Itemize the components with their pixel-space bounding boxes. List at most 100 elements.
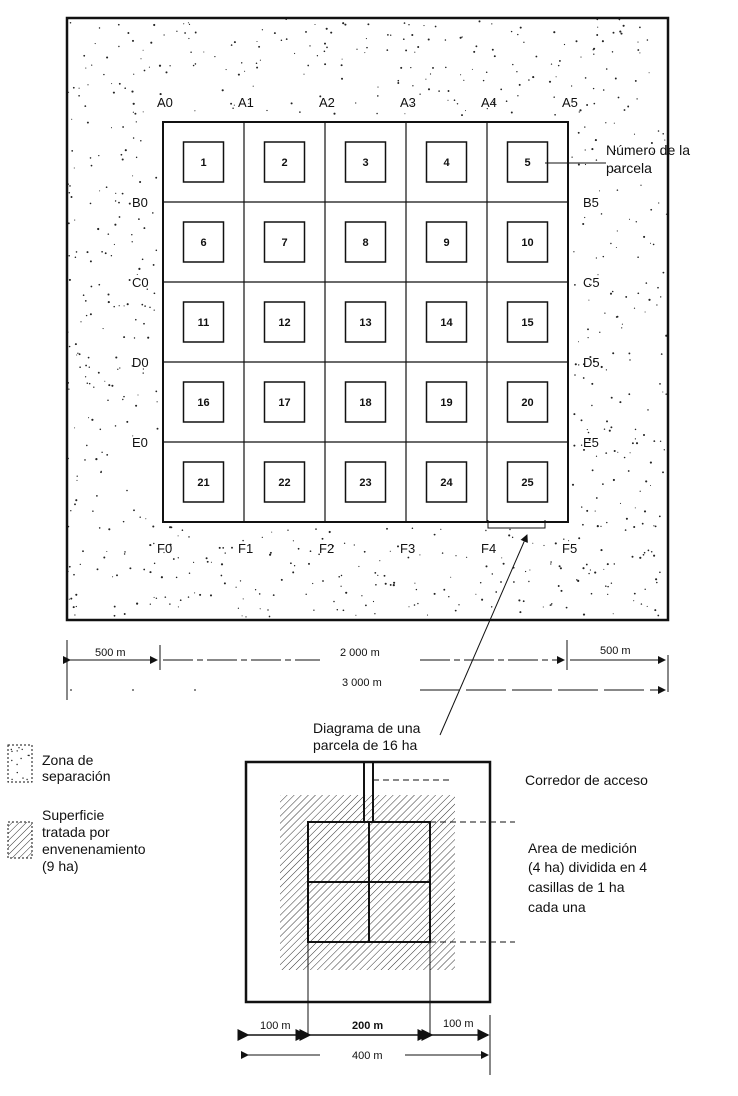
- grid-top-label: A3: [400, 95, 416, 110]
- parcel-square: [263, 381, 306, 423]
- parcel-square: [344, 381, 387, 423]
- dim-grid-width: 2 000 m: [340, 647, 380, 659]
- callout-arrow: [439, 534, 528, 736]
- parcel-number: 16: [197, 397, 209, 409]
- grid-bottom-label: F2: [319, 541, 334, 556]
- parcel-number: 19: [440, 397, 452, 409]
- parcel-square: [506, 141, 549, 183]
- parcel-square: [182, 461, 225, 503]
- grid-top-label: A4: [481, 95, 497, 110]
- grid-top-label: A1: [238, 95, 254, 110]
- parcel-square: [425, 301, 468, 343]
- parcel-number: 17: [278, 397, 290, 409]
- dim-right-zone: 500 m: [600, 645, 631, 657]
- parcel-square: [425, 221, 468, 263]
- parcel-number: 7: [281, 237, 287, 249]
- parcel-number: 15: [521, 317, 533, 329]
- grid-bottom-label: F3: [400, 541, 415, 556]
- parcel-square: [182, 141, 225, 183]
- grid-right-label: C5: [583, 275, 600, 290]
- legend-treated-line2: tratada por: [42, 824, 110, 840]
- detail-dim-right: 100 m: [443, 1018, 474, 1030]
- parcel-square: [182, 221, 225, 263]
- grid-left-label: C0: [132, 275, 149, 290]
- parcel-number: 18: [359, 397, 371, 409]
- parcel-number: 12: [278, 317, 290, 329]
- parcel-number: 5: [524, 157, 530, 169]
- parcel-number: 1: [200, 157, 206, 169]
- parcel-square: [263, 221, 306, 263]
- parcel-square: [425, 461, 468, 503]
- grid-top-label: A2: [319, 95, 335, 110]
- parcel-square: [344, 221, 387, 263]
- parcel-square: [344, 141, 387, 183]
- legend-hatch-swatch: [7, 821, 33, 859]
- legend-treated-line1: Superficie: [42, 807, 104, 823]
- legend-separation-line2: separación: [42, 768, 111, 784]
- measure-label-line4: cada una: [528, 899, 586, 915]
- dimension-lines: [63, 640, 669, 700]
- parcel-number: 20: [521, 397, 533, 409]
- grid-top-label: A5: [562, 95, 578, 110]
- parcel-square: [506, 381, 549, 423]
- legend: Zona de separación Superficie tratada po…: [7, 744, 146, 874]
- outer-boundary: [65, 16, 670, 622]
- legend-treated-line3: envenenamiento: [42, 841, 146, 857]
- grid-right-label: E5: [583, 435, 599, 450]
- parcel-25-bracket: [487, 520, 546, 529]
- parcel-number: 21: [197, 477, 209, 489]
- parcel-note: Número de la parcela: [545, 142, 690, 176]
- callout-line1: Diagrama de una: [313, 720, 421, 736]
- parcel-square: [506, 301, 549, 343]
- grid-right-label: B5: [583, 195, 599, 210]
- parcel-square: [425, 381, 468, 423]
- parcel-number: 8: [362, 237, 368, 249]
- parcel-number: 24: [440, 477, 453, 489]
- grid-bottom-label: F4: [481, 541, 496, 556]
- parcel-square: [263, 301, 306, 343]
- parcel-number: 6: [200, 237, 206, 249]
- measure-label-line1: Area de medición: [528, 840, 637, 856]
- grid-top-label: A0: [157, 95, 173, 110]
- parcel-number: 10: [521, 237, 533, 249]
- grid-bottom-label: F0: [157, 541, 172, 556]
- grid-left-label: B0: [132, 195, 148, 210]
- parcel-square: [506, 221, 549, 263]
- grid-bottom-label: F1: [238, 541, 253, 556]
- parcel-square: [425, 141, 468, 183]
- grid-bottom-label: F5: [562, 541, 577, 556]
- parcel-square: [344, 461, 387, 503]
- parcel-number: 13: [359, 317, 371, 329]
- corridor-label: Corredor de acceso: [525, 772, 648, 788]
- parcel-number: 22: [278, 477, 290, 489]
- parcel-number: 3: [362, 157, 368, 169]
- grid-right-label: D5: [583, 355, 600, 370]
- measure-label-line2: (4 ha) dividida en 4: [528, 859, 647, 875]
- parcel-number: 11: [198, 317, 210, 329]
- parcel-square: [344, 301, 387, 343]
- parcel-number: 23: [359, 477, 371, 489]
- grid-left-label: D0: [132, 355, 149, 370]
- dim-left-zone: 500 m: [95, 647, 126, 659]
- parcel-square: [506, 461, 549, 503]
- separation-zone-speckles: [67, 18, 668, 618]
- parcel-detail: [237, 760, 515, 1075]
- parcel-number: 9: [443, 237, 449, 249]
- parcel-number: 14: [440, 317, 453, 329]
- measure-label-line3: casillas de 1 ha: [528, 879, 625, 895]
- parcel-square: [263, 461, 306, 503]
- detail-dim-mid: 200 m: [352, 1020, 383, 1032]
- parcel-square: [182, 381, 225, 423]
- legend-dots-swatch: [7, 744, 33, 783]
- grid-border: [162, 121, 569, 523]
- parcel-number: 4: [443, 157, 450, 169]
- parcel-boundary: [244, 760, 492, 1004]
- parcel-note-line2: parcela: [606, 160, 652, 176]
- grid-left-label: E0: [132, 435, 148, 450]
- legend-treated-line4: (9 ha): [42, 858, 79, 874]
- parcel-square: [263, 141, 306, 183]
- parcel-number: 2: [281, 157, 287, 169]
- parcel-note-line1: Número de la: [606, 142, 690, 158]
- detail-dim-left: 100 m: [260, 1020, 291, 1032]
